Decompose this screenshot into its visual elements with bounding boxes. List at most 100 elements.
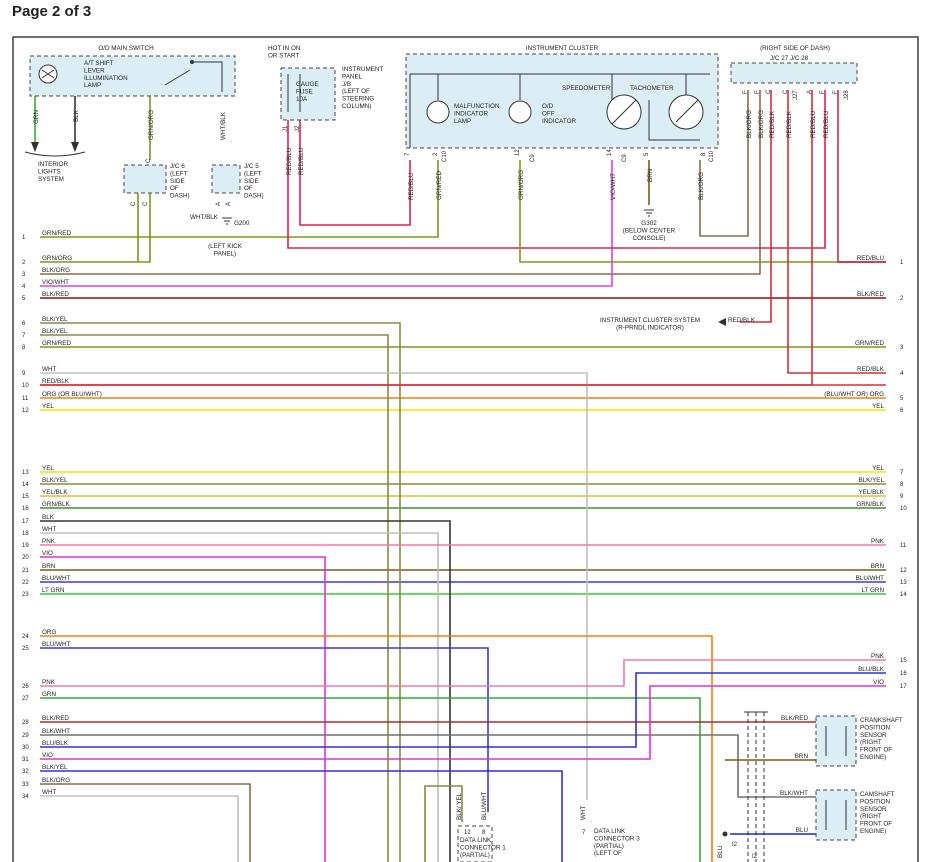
right-wire-label: BLU/BLK [858, 666, 885, 673]
right-wire-label: YEL/BLK [858, 489, 884, 496]
wht-blk-wire-label: WHT/BLK [220, 111, 227, 140]
gauge-needle [611, 99, 699, 125]
camshaft-label: (RIGHT [860, 813, 882, 820]
left-wire-label: BRN [42, 563, 56, 570]
jc6-label: DASH) [170, 193, 190, 200]
left-wire-number: 33 [22, 782, 29, 788]
camshaft-label: FRONT OF [860, 821, 892, 828]
right-wire-label: VIO [873, 679, 884, 686]
left-wire-label: BLK/ORG [42, 267, 70, 274]
crank-b-label: BRN [795, 753, 809, 760]
coil-icon [825, 800, 847, 830]
malfunction-lamp-icon [426, 100, 450, 124]
right-wire-label: BRN [871, 563, 885, 570]
gauge-fuse-box [280, 67, 336, 121]
right-wire-number: 16 [900, 671, 907, 677]
left-wire-number: 28 [22, 720, 29, 726]
left-wire-number: 23 [22, 592, 29, 598]
wire-row-20 [40, 556, 326, 862]
left-wire-number: 19 [22, 543, 29, 549]
crankshaft-label: POSITION [860, 724, 891, 731]
grn-wire-label: GRN [33, 110, 40, 124]
left-wire-number: 34 [22, 794, 29, 800]
left-wire-label: VIO [42, 752, 53, 759]
wire-red-blk-ic [740, 90, 772, 323]
wire-red-blu-r1 [837, 90, 886, 263]
red-blu-1-wire-label: RED/BLU [286, 147, 293, 175]
pin-jc6-top: C [146, 158, 152, 163]
left-wire-label: BLK/WHT [42, 728, 70, 735]
left-wire-label: BLU/WHT [42, 575, 70, 582]
left-wire-label: BLK/YEL [42, 316, 68, 323]
left-wire-label: RED/BLK [42, 378, 70, 385]
ip-jb-label: INSTRUMENT [342, 66, 383, 73]
right-wire-label: YEL [872, 465, 884, 472]
left-wire-label: WHT [42, 789, 56, 796]
arrow-down-icon [71, 142, 79, 152]
wire-row-31 [40, 685, 886, 760]
wire-row-24 [40, 635, 713, 862]
left-wire-label: BLK/YEL [42, 764, 68, 771]
wire-row-27 [40, 697, 701, 862]
wire-blk-org-cl [699, 90, 749, 237]
jc6-label: SIDE [170, 178, 185, 185]
ic-system-wire-label: RED/BLK [728, 317, 756, 324]
jc6-label: OF [170, 185, 179, 192]
camshaft-label: POSITION [860, 798, 891, 805]
left-wire-label: GRN/BLK [42, 501, 70, 508]
left-wire-label: WHT [42, 526, 56, 533]
g302-label: (BELOW CENTER [623, 227, 676, 234]
left-wire-label: GRN/RED [42, 230, 71, 237]
right-wire-number: 8 [900, 482, 904, 488]
camshaft-label: SENSOR [860, 806, 887, 813]
left-wire-label: GRN/ORG [42, 255, 72, 262]
ground-icon [644, 209, 654, 217]
right-wire-label: GRN/RED [855, 340, 884, 347]
left-wire-label: PNK [42, 538, 56, 545]
ip-jb-label: COLUMN) [342, 103, 371, 110]
dlc1-label: DATA LINK [460, 837, 492, 844]
left-wire-label: VIO/WHT [42, 279, 69, 286]
left-wire-label: LT GRN [42, 587, 65, 594]
at-shift-lamp-label: LAMP [84, 82, 101, 89]
pin-c9a: C9 [530, 154, 536, 162]
left-wire-label: GRN/RED [42, 340, 71, 347]
right-wire-label: BLK/YEL [858, 477, 884, 484]
r-red-blk-wire-label: RED/BLK [769, 110, 776, 138]
pin-ip-j1: J1 [283, 125, 289, 132]
camshaft-label: CAMSHAFT [860, 791, 895, 798]
left-wire-label: GRN [42, 691, 56, 698]
right-wire-label: (BLU/WHT OR) ORG [824, 391, 884, 398]
g302-label: G302 [641, 220, 657, 227]
left-wire-number: 13 [22, 470, 29, 476]
crankshaft-label: FRONT OF [860, 747, 892, 754]
right-wire-number: 9 [900, 494, 904, 500]
left-wire-number: 15 [22, 494, 29, 500]
wire-red-blk-r4 [787, 90, 886, 374]
malfunction-lamp-label: MALFUNCTION [454, 103, 500, 110]
wire-grn-org-cl [519, 160, 886, 263]
right-wire-label: PNK [871, 653, 885, 660]
pin-jcF2: F [755, 90, 761, 94]
right-wire-number: 14 [900, 592, 907, 598]
fuse-icon [287, 74, 301, 112]
cam-a-label: BLK/WHT [780, 790, 808, 797]
dlc1-label: CONNECTOR 1 [460, 844, 506, 851]
od-main-switch-label: O/D MAIN SWITCH [98, 45, 154, 52]
right-side-dash-label: (RIGHT SIDE OF DASH) [760, 45, 830, 52]
wire-row-26 [40, 659, 886, 687]
jc5-label: J/C 5 [244, 163, 259, 170]
switch-icon [164, 61, 223, 92]
page-title: Page 2 of 3 [12, 3, 92, 20]
jc6-label: J/C 6 [170, 163, 185, 170]
left-wire-number: 18 [22, 531, 29, 537]
od-off-label: OFF [542, 110, 555, 117]
r-red-blu2-wire-label: RED/BLU [823, 110, 830, 138]
pin-p2: 2 [433, 152, 439, 156]
left-kick-label: PANEL) [214, 250, 236, 257]
g200-wire-label: WHT/BLK [190, 214, 219, 221]
left-wire-label: PNK [42, 679, 56, 686]
pin-i2b: I2 [752, 854, 758, 860]
gauge-fuse-label: FUSE [296, 88, 313, 95]
left-wire-number: 8 [22, 345, 26, 351]
